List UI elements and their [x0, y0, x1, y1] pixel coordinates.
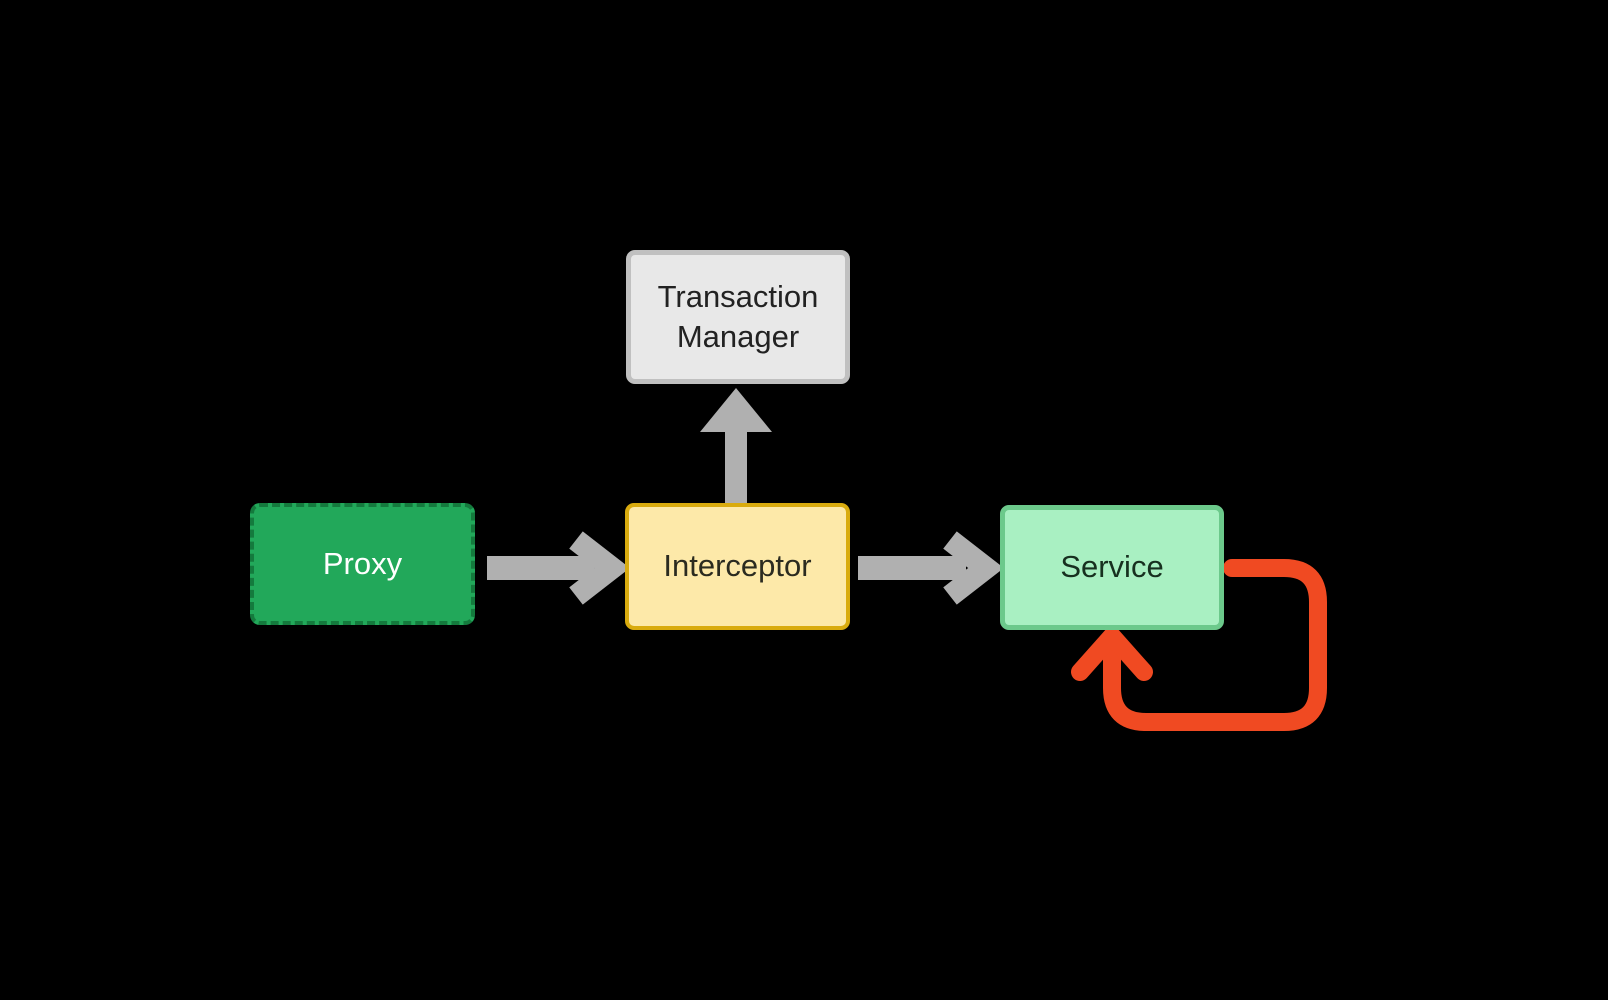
edge-interceptor-to-service-shaft — [858, 556, 966, 580]
edge-service-self-loop-arrowhead — [1071, 627, 1153, 681]
edge-interceptor-to-service-arrowhead — [943, 531, 1004, 605]
node-service[interactable]: Service — [1000, 505, 1224, 630]
edge-interceptor-to-transaction-manager-shaft — [725, 420, 747, 505]
edge-proxy-to-interceptor-arrowhead — [569, 531, 630, 605]
node-proxy[interactable]: Proxy — [250, 503, 475, 625]
edge-interceptor-to-transaction-manager-arrowhead — [700, 388, 772, 432]
edge-interceptor-to-service — [858, 531, 1004, 605]
edge-service-self-loop-path — [1103, 559, 1327, 731]
edge-interceptor-to-transaction-manager — [700, 388, 772, 505]
node-transaction-manager[interactable]: Transaction Manager — [626, 250, 850, 384]
edge-proxy-to-interceptor — [487, 531, 630, 605]
node-interceptor[interactable]: Interceptor — [625, 503, 850, 630]
edge-proxy-to-interceptor-shaft — [487, 556, 594, 580]
edge-service-self-loop — [1071, 559, 1327, 731]
